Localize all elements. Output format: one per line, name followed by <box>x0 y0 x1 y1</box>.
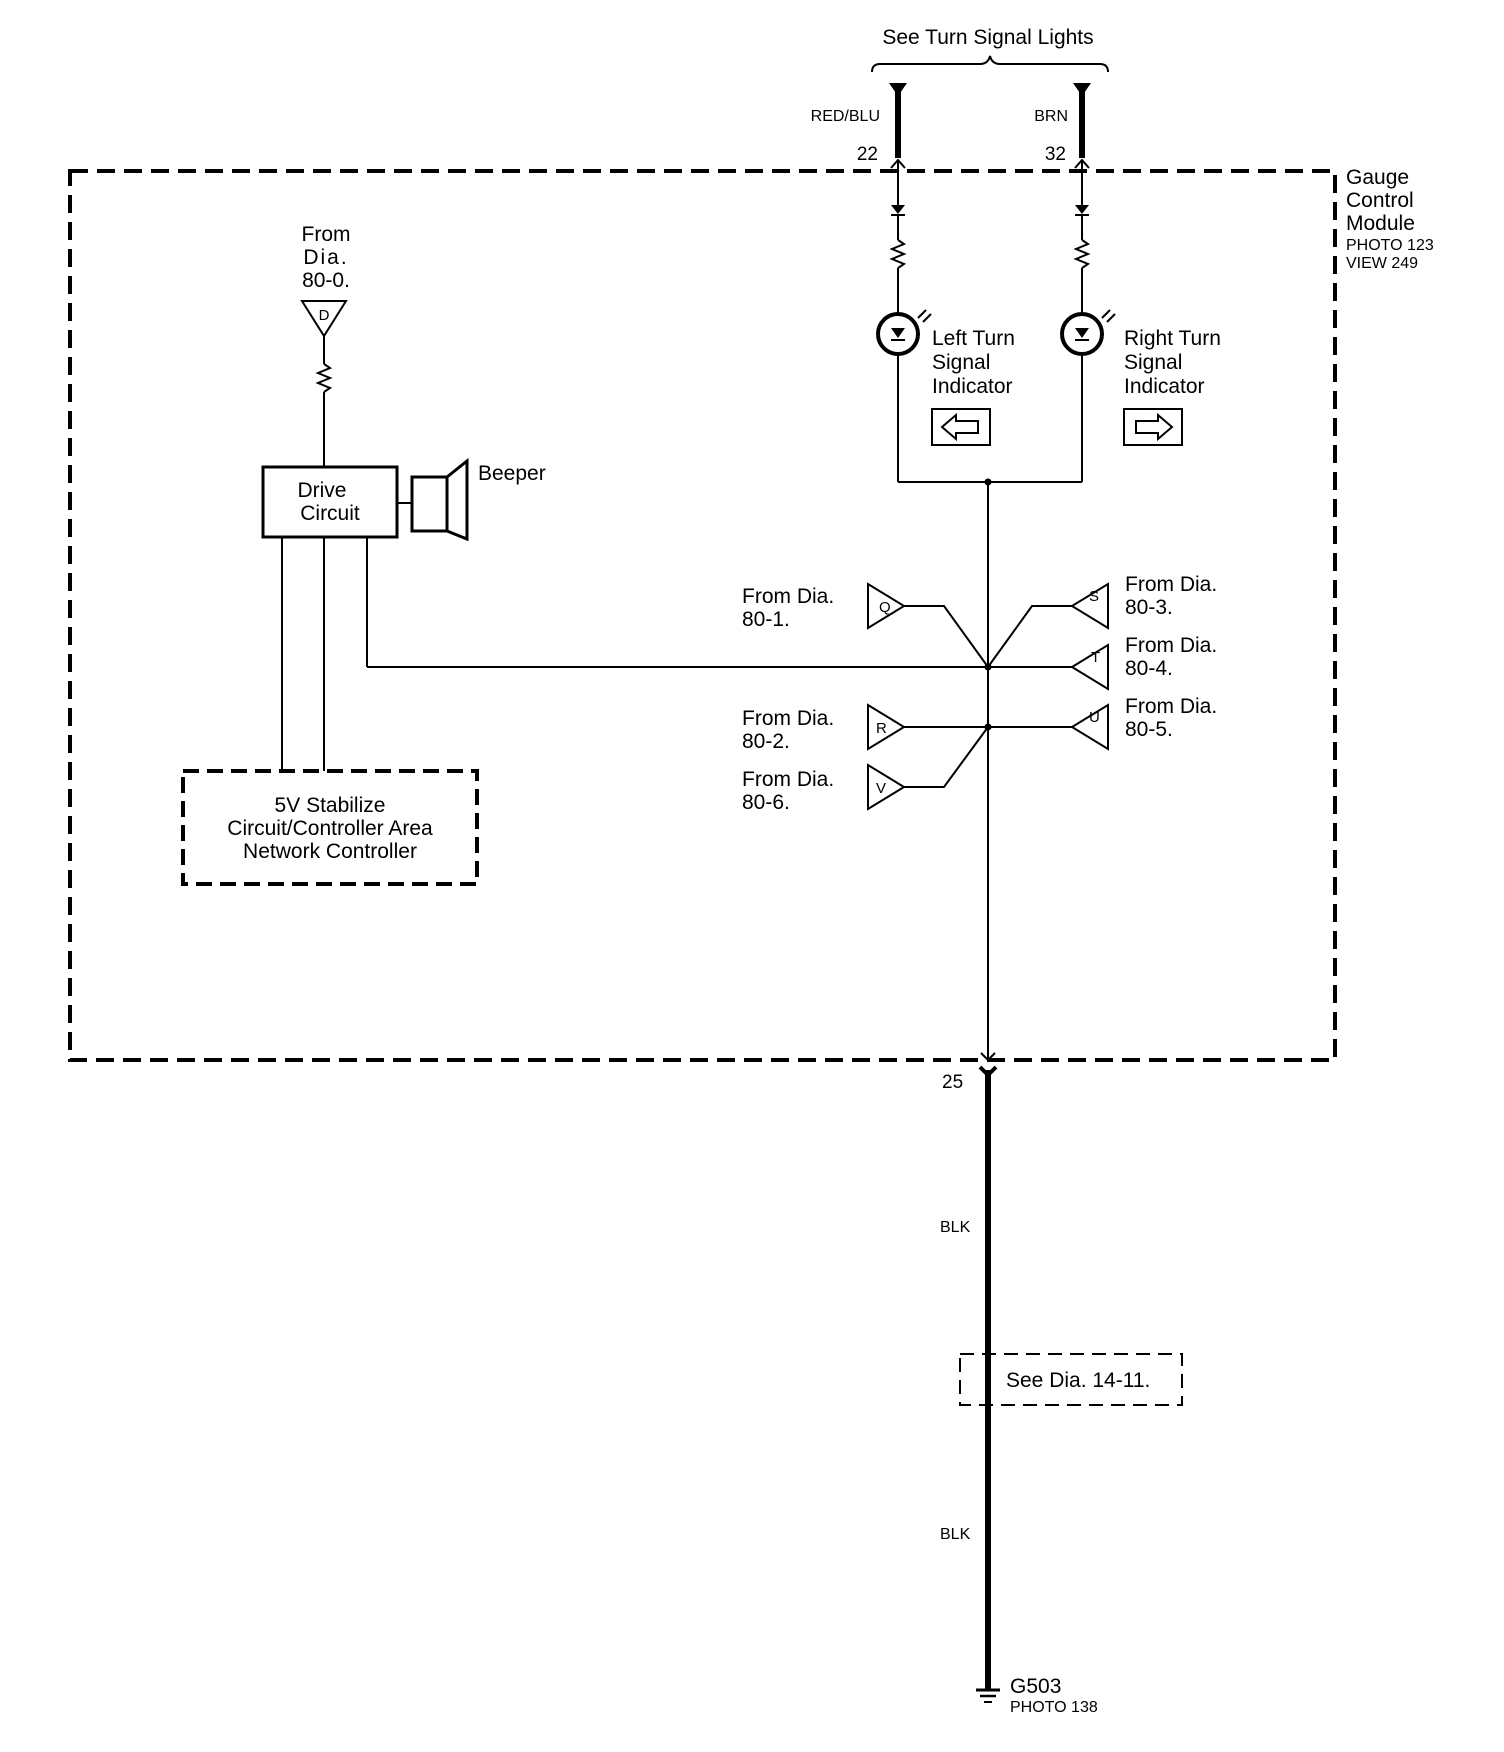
left-indicator-line1: Left Turn <box>932 327 1015 350</box>
ref-u: U From Dia. 80-5. <box>988 695 1217 751</box>
module-view: VIEW 249 <box>1346 255 1418 272</box>
ground-name: G503 <box>1010 1675 1061 1698</box>
left-turn-wire: RED/BLU 22 <box>811 83 907 165</box>
ref-q: From Dia. 80-1. Q <box>742 582 989 668</box>
ground-photo: PHOTO 138 <box>1010 1699 1098 1716</box>
beeper-horn-icon <box>445 457 469 542</box>
right-wire-color: BRN <box>1034 108 1068 125</box>
left-wire-arrow <box>889 83 907 96</box>
stabilize-line3: Network Controller <box>243 840 417 863</box>
beeper-icon <box>410 475 449 533</box>
ref-q-line2: 80-1. <box>742 608 790 631</box>
ref-s-triangle <box>1070 582 1109 630</box>
ref-u-letter: U <box>1089 709 1100 726</box>
reference-bracket <box>871 55 1109 73</box>
left-indicator-line3: Indicator <box>932 375 1013 398</box>
left-resistor-icon <box>889 239 907 269</box>
module-photo: PHOTO 123 <box>1346 237 1434 254</box>
ref-r: From Dia. 80-2. R <box>742 703 988 753</box>
right-indicator-line1: Right Turn <box>1124 327 1221 350</box>
ground-connector-symbol <box>980 1052 996 1062</box>
ref-t-line1: From Dia. <box>1125 634 1217 657</box>
drive-resistor-icon <box>315 363 333 393</box>
stabilize-line2: Circuit/Controller Area <box>227 817 433 840</box>
ref-u-line1: From Dia. <box>1125 695 1217 718</box>
drive-circuit-section: From Dia. 80-0. D Drive Circuit Beeper <box>261 223 988 771</box>
left-indicator-circuit: Left Turn Signal Indicator <box>876 158 1015 482</box>
ref-v-triangle <box>867 763 906 811</box>
right-arrow-icon <box>1135 412 1174 442</box>
module-name-line3: Module <box>1346 212 1415 235</box>
ref-s-line1: From Dia. <box>1125 573 1217 596</box>
drive-circuit-line2: Circuit <box>300 502 360 525</box>
left-led-light-rays <box>917 309 932 323</box>
right-pin-number: 32 <box>1045 144 1066 165</box>
beeper-label: Beeper <box>478 462 546 485</box>
ref-s-letter: S <box>1089 588 1099 605</box>
right-indicator-circuit: Right Turn Signal Indicator <box>1060 158 1221 482</box>
drive-from-line3: 80-0. <box>302 269 350 292</box>
ref-r-line1: From Dia. <box>742 707 834 730</box>
ref-v-line1: From Dia. <box>742 768 834 791</box>
ref-s-line2: 80-3. <box>1125 596 1173 619</box>
ref-v-letter: V <box>876 780 886 797</box>
turn-signal-reference: See Turn Signal Lights <box>871 26 1109 73</box>
gauge-control-module-boundary <box>68 169 1337 1062</box>
ref-q-letter: Q <box>879 599 891 616</box>
ref-q-line1: From Dia. <box>742 585 834 608</box>
ground-symbol-icon <box>976 1688 1000 1703</box>
ground-wire-color-upper: BLK <box>940 1219 971 1236</box>
stabilize-line1: 5V Stabilize <box>275 794 386 817</box>
right-indicator-line2: Signal <box>1124 351 1182 374</box>
right-resistor-icon <box>1073 239 1091 269</box>
ref-t-letter: T <box>1091 649 1100 666</box>
ground-pin-number: 25 <box>942 1072 963 1093</box>
central-bus <box>898 478 1082 1058</box>
splice-reference-box <box>959 1353 1183 1406</box>
drive-from-line1: From <box>302 223 351 246</box>
left-diode-icon <box>891 205 905 214</box>
ref-v: From Dia. 80-6. V <box>742 726 989 814</box>
module-name-line1: Gauge <box>1346 166 1409 189</box>
ground-wire-color-lower: BLK <box>940 1526 971 1543</box>
ground-path: 25 BLK BLK See Dia. 14-11. G503 PHOTO 13… <box>940 1052 1183 1716</box>
right-indicator-line3: Indicator <box>1124 375 1205 398</box>
module-name-line2: Control <box>1346 189 1414 212</box>
drive-circuit-box <box>261 465 399 539</box>
ref-q-triangle <box>867 582 906 630</box>
ref-t-line2: 80-4. <box>1125 657 1173 680</box>
splice-reference-label: See Dia. 14-11. <box>1006 1369 1150 1392</box>
right-diode-icon <box>1075 205 1089 214</box>
ref-u-line2: 80-5. <box>1125 718 1173 741</box>
right-turn-wire: BRN 32 <box>1034 83 1091 165</box>
ref-t: T From Dia. 80-4. <box>988 634 1217 691</box>
ref-r-letter: R <box>876 720 887 737</box>
drive-circuit-line1: Drive <box>297 479 346 502</box>
left-wire-color: RED/BLU <box>811 108 880 125</box>
right-led-light-rays <box>1101 309 1116 323</box>
ref-v-line2: 80-6. <box>742 791 790 814</box>
right-wire-arrow <box>1073 83 1091 96</box>
module-label: Gauge Control Module PHOTO 123 VIEW 249 <box>1346 166 1434 272</box>
drive-from-letter: D <box>319 307 330 324</box>
left-pin-number: 22 <box>857 144 878 165</box>
ref-u-triangle <box>1070 703 1109 751</box>
stabilize-box <box>181 769 479 886</box>
left-arrow-icon <box>940 412 979 442</box>
drive-from-triangle <box>300 300 348 338</box>
ref-r-triangle <box>867 703 906 751</box>
drive-from-line2: Dia. <box>303 246 348 269</box>
ref-r-line2: 80-2. <box>742 730 790 753</box>
ref-t-triangle <box>1070 643 1109 691</box>
see-turn-signal-label: See Turn Signal Lights <box>882 26 1093 49</box>
stabilize-circuit: 5V Stabilize Circuit/Controller Area Net… <box>181 769 479 886</box>
left-indicator-line2: Signal <box>932 351 990 374</box>
ref-s: S From Dia. 80-3. <box>987 573 1217 668</box>
